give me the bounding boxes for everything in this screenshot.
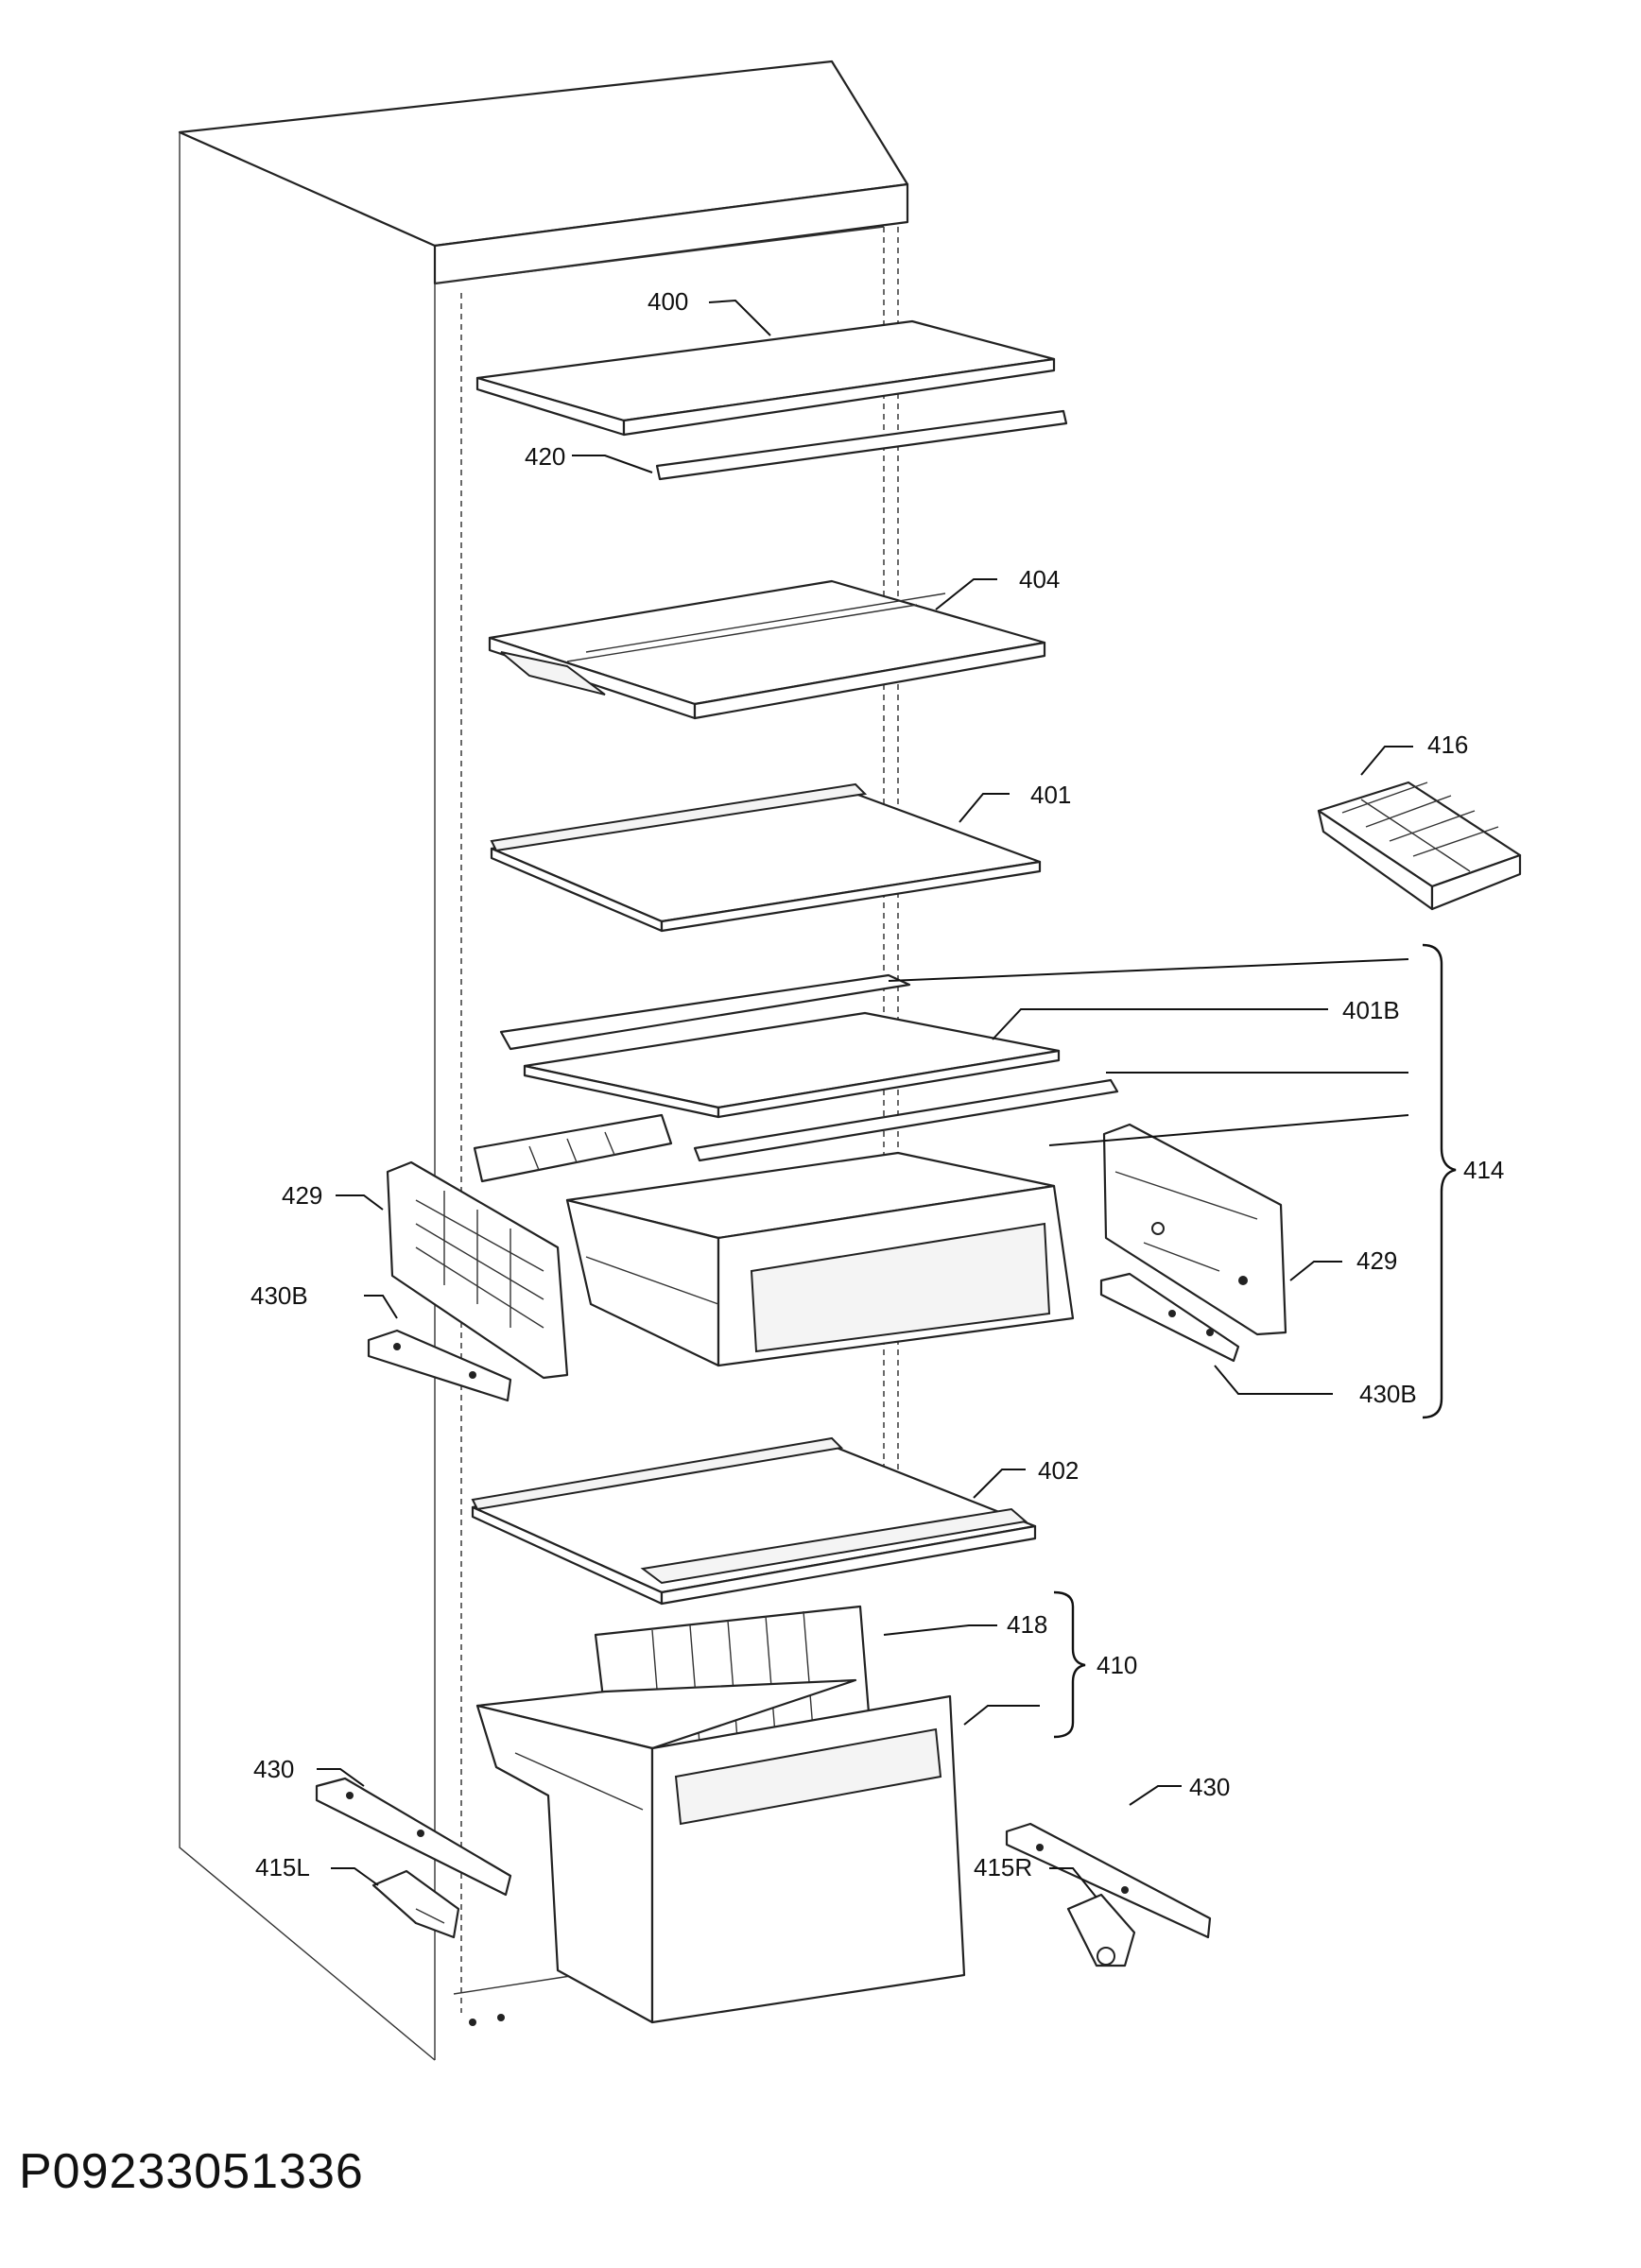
label-415R: 415R — [974, 1853, 1032, 1881]
leader-lines — [317, 299, 1457, 1899]
label-410: 410 — [1097, 1651, 1137, 1679]
label-404: 404 — [1019, 565, 1060, 593]
front-rail-top — [499, 973, 911, 1051]
shelf-404 — [488, 579, 1046, 720]
label-420: 420 — [525, 442, 565, 471]
label-415L: 415L — [255, 1853, 310, 1881]
shelf-402 — [471, 1436, 1037, 1606]
bracket-415L — [371, 1869, 460, 1939]
label-429-left: 429 — [282, 1181, 322, 1210]
label-414: 414 — [1463, 1156, 1504, 1184]
glass-shelf-401B — [523, 1011, 1061, 1119]
label-430B-right: 430B — [1359, 1380, 1417, 1408]
shelf-trim-420 — [655, 409, 1068, 481]
slide-rail-430B-left — [367, 1329, 512, 1402]
label-416: 416 — [1427, 730, 1468, 759]
label-430-left: 430 — [253, 1755, 294, 1783]
drawer-vent-cover — [473, 1113, 673, 1183]
bracket-415R — [1066, 1893, 1136, 1967]
ice-tray-416 — [1317, 781, 1522, 911]
slide-rail-430-right — [1005, 1822, 1212, 1939]
glass-shelf-400 — [475, 319, 1056, 437]
label-418: 418 — [1007, 1610, 1047, 1639]
shelf-401 — [490, 782, 1042, 933]
label-402: 402 — [1038, 1456, 1079, 1485]
side-bracket-429-right — [1102, 1123, 1287, 1336]
part-labels: 400 420 404 416 401 401B 414 429 430B 42… — [250, 287, 1504, 1881]
label-430-right: 430 — [1189, 1773, 1230, 1801]
label-401B: 401B — [1342, 996, 1400, 1024]
front-trim-strip — [693, 1078, 1119, 1162]
freezer-drawer — [475, 1678, 966, 2024]
label-430B-left: 430B — [250, 1281, 308, 1310]
label-401: 401 — [1030, 781, 1071, 809]
crisper-drawer — [565, 1151, 1075, 1367]
side-bracket-429-left — [386, 1160, 569, 1380]
slide-rail-430B-right — [1099, 1272, 1240, 1363]
refrigerator-cabinet — [178, 60, 909, 2061]
label-429-right: 429 — [1356, 1246, 1397, 1275]
document-id: P09233051336 — [19, 2144, 364, 2199]
label-400: 400 — [648, 287, 688, 316]
slide-rail-430-left — [315, 1777, 512, 1897]
